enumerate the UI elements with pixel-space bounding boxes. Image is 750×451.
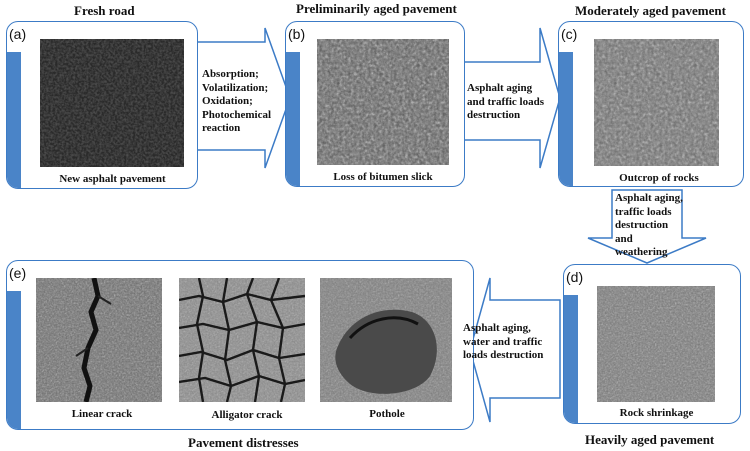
label-line: weathering [615, 246, 668, 258]
card-accent-strip [7, 291, 21, 429]
label-c-to-d: Asphalt aging, traffic loads destruction… [615, 192, 683, 260]
stage-d-title: Heavily aged pavement [585, 432, 715, 447]
stage-b-card: (b) Loss of bitumen slick [285, 21, 465, 187]
label-line: destruction [467, 109, 521, 121]
stage-c-card: (c) Outcrop of rocks [558, 21, 744, 187]
pothole-photo [320, 278, 452, 402]
card-accent-strip [7, 52, 21, 188]
label-line: and [615, 232, 633, 245]
label-line: loads destruction [463, 349, 544, 361]
linear-crack-photo [36, 278, 162, 402]
stage-d-caption: Rock shrinkage [619, 407, 694, 419]
label-line: Asphalt aging, [463, 322, 531, 334]
card-accent-strip [559, 52, 573, 186]
label-line: Asphalt aging, [615, 192, 683, 204]
stage-e-card: (e) Linear crack Alligator crack Pothole [6, 260, 474, 430]
fresh-asphalt-photo [40, 39, 184, 167]
arrow-a-to-b [196, 27, 291, 169]
label-line: destruction [615, 219, 669, 231]
label-line: Volatilization; [202, 81, 269, 94]
label-line: water and traffic [463, 335, 543, 348]
arrow-b-to-c [461, 27, 561, 169]
card-accent-strip [286, 52, 300, 186]
stage-a-title: Fresh road [74, 3, 135, 18]
alligator-crack-photo [179, 278, 305, 402]
pothole-caption: Pothole [369, 408, 405, 420]
label-line: Photochemical [202, 108, 272, 121]
stage-a-letter: (a) [9, 26, 27, 42]
outcrop-rocks-photo [594, 39, 719, 166]
stage-e-title: Pavement distresses [188, 435, 299, 450]
label-d-to-e: Asphalt aging, water and traffic loads d… [463, 322, 543, 363]
stage-a-caption: New asphalt pavement [59, 173, 166, 185]
arrow-d-to-e [469, 277, 561, 423]
label-line: traffic loads [615, 205, 672, 218]
linear-crack-caption: Linear crack [71, 408, 133, 420]
label-line: and traffic loads [467, 95, 544, 108]
alligator-crack-caption: Alligator crack [211, 409, 283, 421]
aged-asphalt-photo [317, 39, 449, 165]
stage-b-caption: Loss of bitumen slick [333, 171, 433, 183]
stage-c-title: Moderately aged pavement [575, 3, 726, 18]
stage-d-letter: (d) [566, 269, 584, 285]
label-a-to-b: Absorption; Volatilization; Oxidation; P… [202, 68, 271, 136]
card-accent-strip [564, 295, 578, 423]
stage-d-card: (d) Rock shrinkage [563, 264, 741, 424]
label-line: reaction [202, 122, 241, 134]
arrow-c-to-d [587, 189, 707, 264]
stage-b-title: Preliminarily aged pavement [296, 1, 457, 16]
rock-shrinkage-photo [597, 286, 715, 402]
label-line: Oxidation; [202, 95, 253, 107]
stage-e-letter: (e) [9, 265, 27, 281]
label-line: Asphalt aging [467, 82, 533, 94]
label-b-to-c: Asphalt aging and traffic loads destruct… [467, 82, 544, 123]
label-line: Absorption; [202, 68, 259, 80]
stage-c-caption: Outcrop of rocks [619, 172, 699, 184]
stage-b-letter: (b) [288, 26, 306, 42]
stage-c-letter: (c) [561, 26, 578, 42]
stage-a-card: (a) New asphalt pavement [6, 21, 198, 189]
